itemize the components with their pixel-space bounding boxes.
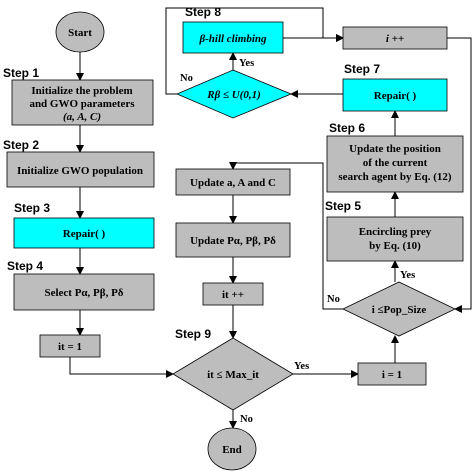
update-aAC-node: Update a, A and C: [175, 168, 291, 196]
i-eq-1-label: i = 1: [382, 369, 402, 381]
step6-label: Step 6: [329, 121, 365, 135]
r-cond-label: Rβ ≤ U(0,1): [206, 89, 261, 101]
it-cond-label: it ≤ Max_it: [207, 369, 259, 381]
start-node: Start: [55, 11, 105, 53]
yes-r-label: Yes: [239, 58, 254, 69]
end-label: End: [222, 444, 242, 456]
step7-label: Step 7: [344, 62, 380, 76]
init-problem-line2: and GWO parameters: [29, 98, 135, 110]
step4-label: Step 4: [7, 259, 43, 273]
pop-cond-label: i ≤Pop_Size: [372, 304, 427, 316]
r-cond-diamond: [175, 69, 293, 119]
repair-left-box: [13, 217, 155, 249]
select-node: Select Pα, Pβ, Pδ: [13, 273, 155, 311]
step1-label: Step 1: [3, 66, 39, 80]
i-inc-box: [342, 26, 448, 50]
update-aAC-box: [175, 168, 291, 196]
select-label: Select Pα, Pβ, Pδ: [44, 287, 123, 299]
update-pos-line3: search agent by Eq. (12): [338, 171, 451, 183]
hill-node: β-hill climbing: [182, 21, 284, 54]
it-cond-diamond: [172, 337, 294, 411]
no-pop-label: No: [327, 294, 340, 305]
init-problem-line3: (a, A, C): [63, 111, 101, 123]
repair-left-node: Repair( ): [13, 217, 155, 249]
it-inc-node: it ++: [202, 282, 264, 306]
edge-iinc-popcond: [447, 37, 472, 313]
encircle-box: [326, 216, 464, 262]
yes-pop-label: Yes: [400, 270, 415, 281]
it-eq-1-box: [39, 334, 101, 358]
i-inc-node: i ++: [342, 26, 448, 50]
it-cond-node: it ≤ Max_it: [172, 337, 294, 411]
r-cond-node: Rβ ≤ U(0,1): [175, 69, 293, 119]
init-pop-node: Initialize GWO population: [6, 151, 155, 188]
step3-label: Step 3: [14, 201, 50, 215]
pop-cond-diamond: [342, 281, 456, 337]
end-shape: [207, 427, 257, 471]
update-P-label: Update Pα, Pβ, Pδ: [190, 235, 276, 247]
connectors: [69, 7, 472, 429]
update-pos-box: [326, 135, 464, 193]
step2-label: Step 2: [3, 138, 39, 152]
repair-right-label: Repair( ): [374, 90, 417, 102]
encircle-node: Encircling prey by Eq. (10): [326, 216, 464, 262]
init-problem-line1: Initialize the problem: [31, 85, 132, 97]
it-eq-1-node: it = 1: [39, 334, 101, 358]
it-inc-label: it ++: [222, 289, 244, 301]
step9-label: Step 9: [175, 327, 211, 341]
init-problem-node: Initialize the problem and GWO parameter…: [11, 79, 154, 126]
encircle-line2: by Eq. (10): [369, 240, 421, 252]
init-pop-box: [6, 151, 155, 188]
encircle-line1: Encircling prey: [359, 226, 432, 238]
step8-label: Step 8: [185, 5, 221, 19]
hill-label: β-hill climbing: [198, 33, 267, 45]
update-aAC-label: Update a, A and C: [190, 177, 276, 189]
select-box: [13, 273, 155, 311]
repair-right-node: Repair( ): [342, 78, 448, 112]
init-pop-label: Initialize GWO population: [17, 165, 143, 177]
init-problem-box: [11, 79, 154, 126]
repair-right-box: [342, 78, 448, 112]
no-r-label: No: [180, 73, 193, 84]
it-inc-box: [202, 282, 264, 306]
i-eq-1-box: [357, 362, 427, 386]
start-label: Start: [68, 27, 92, 39]
pop-cond-node: i ≤Pop_Size: [342, 281, 456, 337]
i-eq-1-node: i = 1: [357, 362, 427, 386]
i-inc-label: i ++: [386, 33, 404, 45]
end-node: End: [207, 427, 257, 471]
no-main-label: No: [240, 414, 253, 425]
it-eq-1-label: it = 1: [58, 341, 82, 353]
edge-popcond-no: [229, 162, 343, 310]
repair-left-label: Repair( ): [63, 228, 106, 240]
update-P-box: [175, 222, 291, 258]
step5-label: Step 5: [325, 199, 361, 213]
update-pos-node: Update the position of the current searc…: [326, 135, 464, 193]
start-shape: [55, 11, 105, 53]
hill-box: [182, 21, 284, 54]
update-pos-line1: Update the position: [349, 143, 441, 155]
yes-main-label: Yes: [294, 361, 309, 372]
edge-it1-cond: [69, 357, 174, 378]
update-pos-line2: of the current: [363, 157, 428, 169]
update-P-node: Update Pα, Pβ, Pδ: [175, 222, 291, 258]
